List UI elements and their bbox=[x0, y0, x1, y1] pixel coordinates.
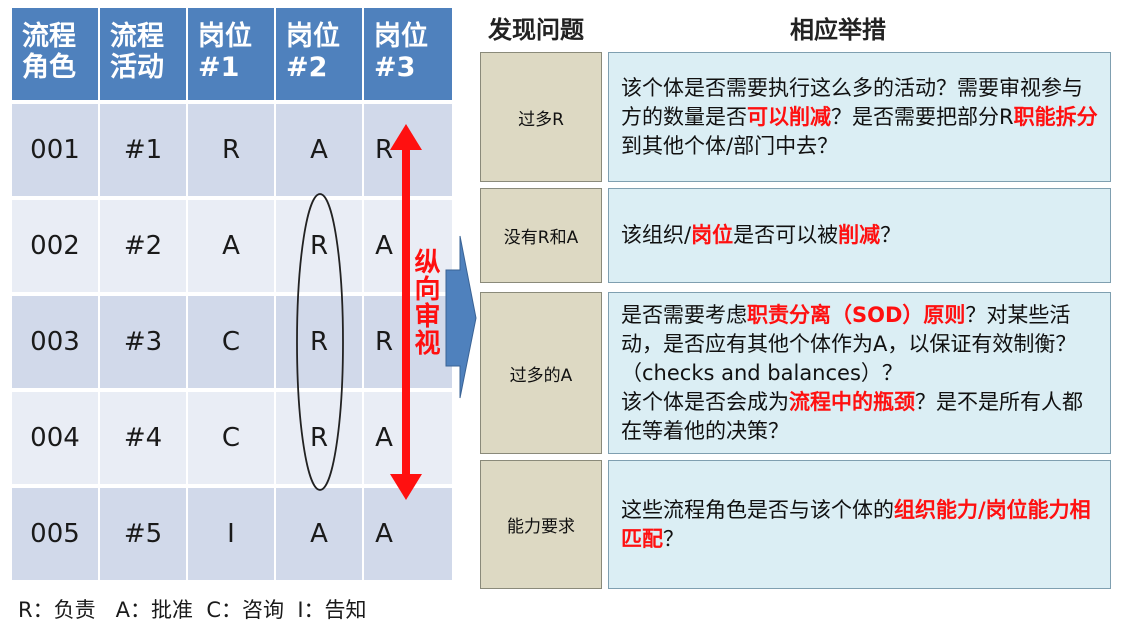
measure-box: 这些流程角色是否与该个体的组织能力/岗位能力相匹配？ bbox=[608, 460, 1111, 589]
right-block-arrow bbox=[445, 235, 477, 399]
measure-text-segment: ？是否需要把部分R bbox=[831, 104, 1014, 129]
highlight-text: 可以削减 bbox=[747, 104, 831, 129]
issue-box-too-many-r: 过多R bbox=[480, 52, 602, 182]
cell-role: 005 bbox=[12, 488, 100, 580]
raci-matrix: 流程 角色 流程 活动 岗位 #1 岗位 #2 岗位 #3 001 #1 R A… bbox=[12, 8, 452, 582]
issue-box-no-r-a: 没有R和A bbox=[480, 188, 602, 283]
issue-box-too-many-a: 过多的A bbox=[480, 292, 602, 454]
highlight-text: 岗位 bbox=[691, 223, 734, 247]
cell-role: 003 bbox=[12, 296, 100, 388]
measure-text-segment: 该组织/ bbox=[621, 223, 692, 247]
measure-text: 该个体是否需要执行这么多的活动？需要审视参与方的数量是否可以削减？是否需要把部分… bbox=[621, 74, 1098, 161]
table-row: 005 #5 I A A bbox=[12, 488, 452, 580]
highlight-text: 削减 bbox=[838, 223, 881, 247]
measure-text-segment: ？ bbox=[663, 526, 684, 551]
highlight-text: 职责分离（SOD）原则 bbox=[747, 302, 966, 327]
cell-role: 004 bbox=[12, 392, 100, 484]
cell-post-3: A bbox=[375, 231, 393, 261]
measure-text-segment: 是否可以被 bbox=[733, 223, 839, 247]
header-activity: 流程 活动 bbox=[100, 8, 188, 100]
cell-activity: #2 bbox=[100, 200, 188, 292]
cell-activity: #1 bbox=[100, 104, 188, 196]
measure-text-segment: 这些流程角色是否与该个体的 bbox=[621, 497, 894, 522]
measure-text-segment: 到其他个体/部门中去？ bbox=[621, 133, 839, 158]
measure-box: 该个体是否需要执行这么多的活动？需要审视参与方的数量是否可以削减？是否需要把部分… bbox=[608, 52, 1111, 182]
highlight-text: 组织能力/岗位能力相匹配 bbox=[621, 497, 1091, 551]
measure-text: 是否需要考虑职责分离（SOD）原则？对某些活动，是否应有其他个体作为A，以保证有… bbox=[621, 301, 1098, 446]
cell-post-1: C bbox=[188, 296, 276, 388]
header-post-2: 岗位 #2 bbox=[276, 8, 364, 100]
issues-column-title: 发现问题 bbox=[488, 16, 584, 44]
measure-text-segment: ？ bbox=[880, 223, 902, 247]
highlight-text: 流程中的瓶颈 bbox=[789, 389, 915, 414]
measure-box: 该组织/岗位是否可以被削减？ bbox=[608, 188, 1111, 283]
table-row: 001 #1 R A R bbox=[12, 104, 452, 196]
measures-column-title: 相应举措 bbox=[790, 16, 886, 44]
table-row: 002 #2 A R A bbox=[12, 200, 452, 292]
table-row: 004 #4 C R A bbox=[12, 392, 452, 484]
measure-text-segment: 是否需要考虑 bbox=[621, 302, 747, 327]
cell-post-3: R bbox=[374, 135, 394, 165]
measure-box: 是否需要考虑职责分离（SOD）原则？对某些活动，是否应有其他个体作为A，以保证有… bbox=[608, 292, 1111, 454]
cell-post-1: A bbox=[188, 200, 276, 292]
issue-box-capability: 能力要求 bbox=[480, 460, 602, 589]
cell-post-2: A bbox=[276, 488, 364, 580]
cell-activity: #4 bbox=[100, 392, 188, 484]
vertical-review-label: 纵向审视 bbox=[410, 248, 440, 356]
cell-activity: #5 bbox=[100, 488, 188, 580]
cell-role: 001 bbox=[12, 104, 100, 196]
cell-post-1: C bbox=[188, 392, 276, 484]
measure-text-segment: ？对某些活动，是否应有其他个体作为A，以保证有效制衡？（checks and b… bbox=[621, 302, 1077, 414]
cell-activity: #3 bbox=[100, 296, 188, 388]
cell-post-1: R bbox=[188, 104, 276, 196]
cell-role: 002 bbox=[12, 200, 100, 292]
cell-post-2: A bbox=[276, 104, 364, 196]
measure-text: 该组织/岗位是否可以被削减？ bbox=[621, 221, 901, 250]
vertical-review-arrow bbox=[390, 124, 422, 500]
cell-post-3: A bbox=[375, 423, 393, 453]
measure-text-segment: 该个体是否需要执行这么多的活动？需要审视参与方的数量是否 bbox=[621, 75, 1083, 129]
raci-legend: R：负责 A：批准 C：咨询 I：告知 bbox=[18, 598, 367, 622]
header-post-1: 岗位 #1 bbox=[188, 8, 276, 100]
header-role: 流程 角色 bbox=[12, 8, 100, 100]
table-row: 003 #3 C R R bbox=[12, 296, 452, 388]
measure-text-segment: ？是不是所有人都在等着他的决策？ bbox=[621, 389, 1083, 443]
measure-text: 这些流程角色是否与该个体的组织能力/岗位能力相匹配？ bbox=[621, 496, 1098, 554]
cell-post-2: R bbox=[276, 296, 364, 388]
column-2-ellipse bbox=[296, 193, 344, 491]
cell-post-2: R bbox=[276, 200, 364, 292]
cell-post-3: A bbox=[375, 519, 393, 549]
matrix-header-row: 流程 角色 流程 活动 岗位 #1 岗位 #2 岗位 #3 bbox=[12, 8, 452, 100]
header-post-3: 岗位 #3 bbox=[364, 8, 452, 100]
cell-post-2: R bbox=[276, 392, 364, 484]
highlight-text: 职能拆分 bbox=[1013, 104, 1098, 129]
cell-post-1: I bbox=[188, 488, 276, 580]
cell-post-3: R bbox=[374, 327, 394, 357]
